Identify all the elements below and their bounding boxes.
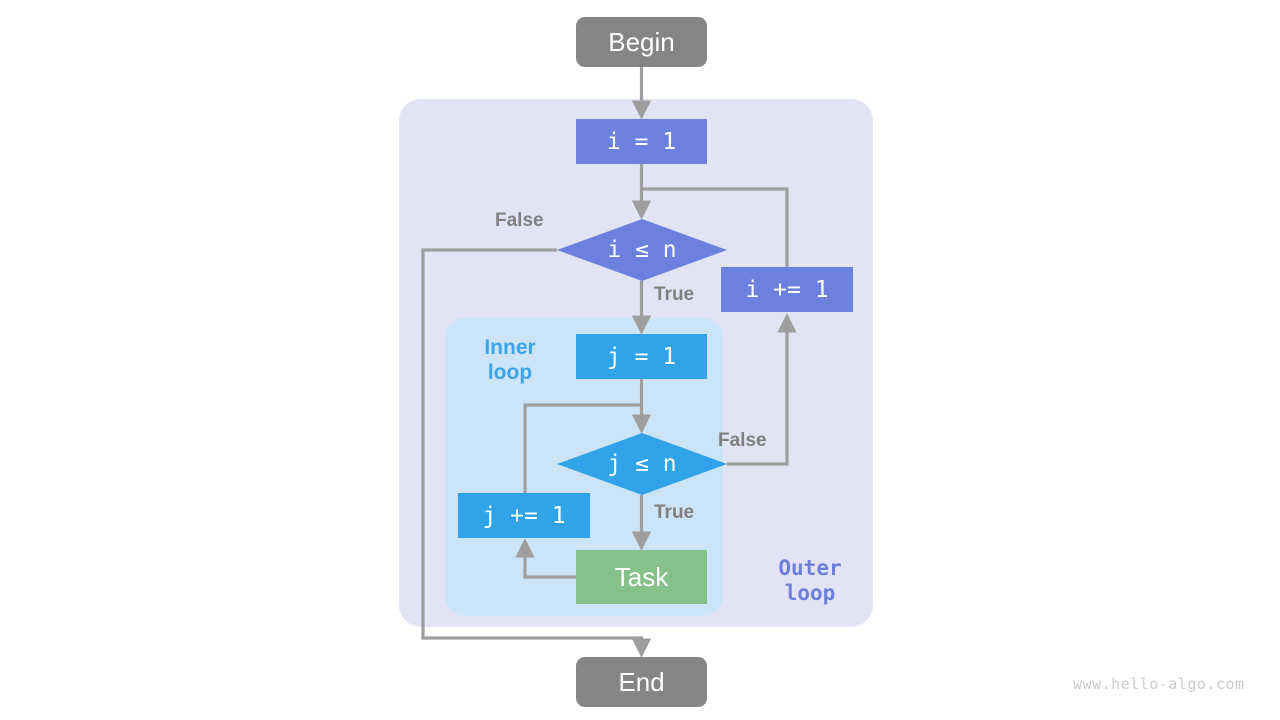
node-j-init[interactable]: j = 1 [576, 334, 707, 379]
node-j-condition[interactable]: j ≤ n [557, 433, 727, 495]
outer-loop-label: Outer loop [778, 556, 842, 606]
edge-label-i-false: False [495, 210, 544, 231]
node-i-condition[interactable]: i ≤ n [557, 219, 727, 281]
node-i-condition-label: i ≤ n [607, 237, 677, 263]
edge-label-j-true: True [654, 502, 695, 523]
node-task[interactable]: Task [576, 550, 707, 604]
node-i-increment[interactable]: i += 1 [721, 267, 853, 312]
diamond-shape-j [557, 433, 727, 495]
node-begin[interactable]: Begin [576, 17, 707, 67]
edge-i-cond-false-to-end [421, 248, 652, 658]
node-j-increment[interactable]: j += 1 [458, 493, 590, 538]
edge-label-i-true: True [654, 284, 695, 305]
diamond-shape-i [557, 219, 727, 281]
watermark: www.hello-algo.com [1073, 675, 1245, 693]
edge-j-cond-false-to-i-inc [727, 313, 797, 466]
node-end[interactable]: End [576, 657, 707, 707]
node-j-condition-label: j ≤ n [607, 451, 677, 477]
edge-label-j-false: False [718, 430, 767, 451]
edge-j-inc-to-j-cond [523, 403, 642, 493]
edge-i-inc-to-i-cond [641, 187, 789, 267]
inner-loop-label: Inner loop [484, 336, 536, 385]
edge-task-to-j-inc [515, 538, 576, 579]
node-i-init[interactable]: i = 1 [576, 119, 707, 164]
